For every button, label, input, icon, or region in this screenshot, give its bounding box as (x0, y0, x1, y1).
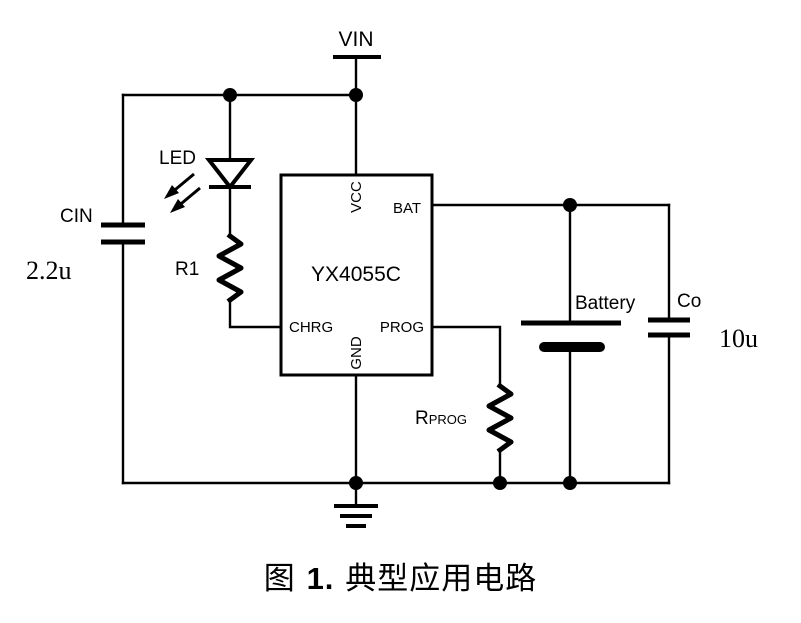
led-arrowhead-2 (170, 199, 185, 213)
pin-prog-label: PROG (380, 319, 424, 336)
pin-bat-label: BAT (393, 200, 421, 217)
caption-title: 典型应用电路 (345, 561, 538, 597)
cin-label: CIN (60, 206, 93, 227)
r1-zigzag (216, 232, 244, 304)
junction-dot (349, 88, 363, 102)
vin-label: VIN (338, 28, 373, 51)
pin-chrg-label: CHRG (289, 319, 333, 336)
rprog-label: RPROG (415, 408, 467, 429)
caption-prefix: 图 (263, 561, 296, 597)
ic-body (279, 173, 434, 377)
chrg-wire (228, 298, 283, 329)
led-symbol (164, 158, 256, 213)
junction-dot (563, 198, 577, 212)
junction-dot (563, 476, 577, 490)
cin-value: 2.2u (26, 256, 72, 285)
rprog-label-r: R (415, 408, 429, 429)
r1-label: R1 (175, 259, 199, 280)
co-label: Co (677, 291, 701, 312)
pin-gnd-label: GND (348, 336, 365, 370)
prog-wire (430, 325, 502, 388)
junction-dot (493, 476, 507, 490)
junction-dot (223, 88, 237, 102)
led-label: LED (159, 148, 196, 169)
rprog-label-sub: PROG (429, 412, 467, 427)
co-value: 10u (719, 324, 758, 353)
led-triangle (204, 158, 256, 191)
figure-caption: 图 1. 典型应用电路 (0, 553, 801, 598)
caption-number: 1. (306, 561, 335, 596)
junction-dot (349, 476, 363, 490)
battery-label: Battery (575, 293, 636, 314)
ic-name: YX4055C (311, 263, 401, 286)
rprog-zigzag (486, 382, 514, 454)
pin-vcc-label: VCC (348, 181, 365, 213)
led-arrowhead-1 (164, 185, 179, 199)
